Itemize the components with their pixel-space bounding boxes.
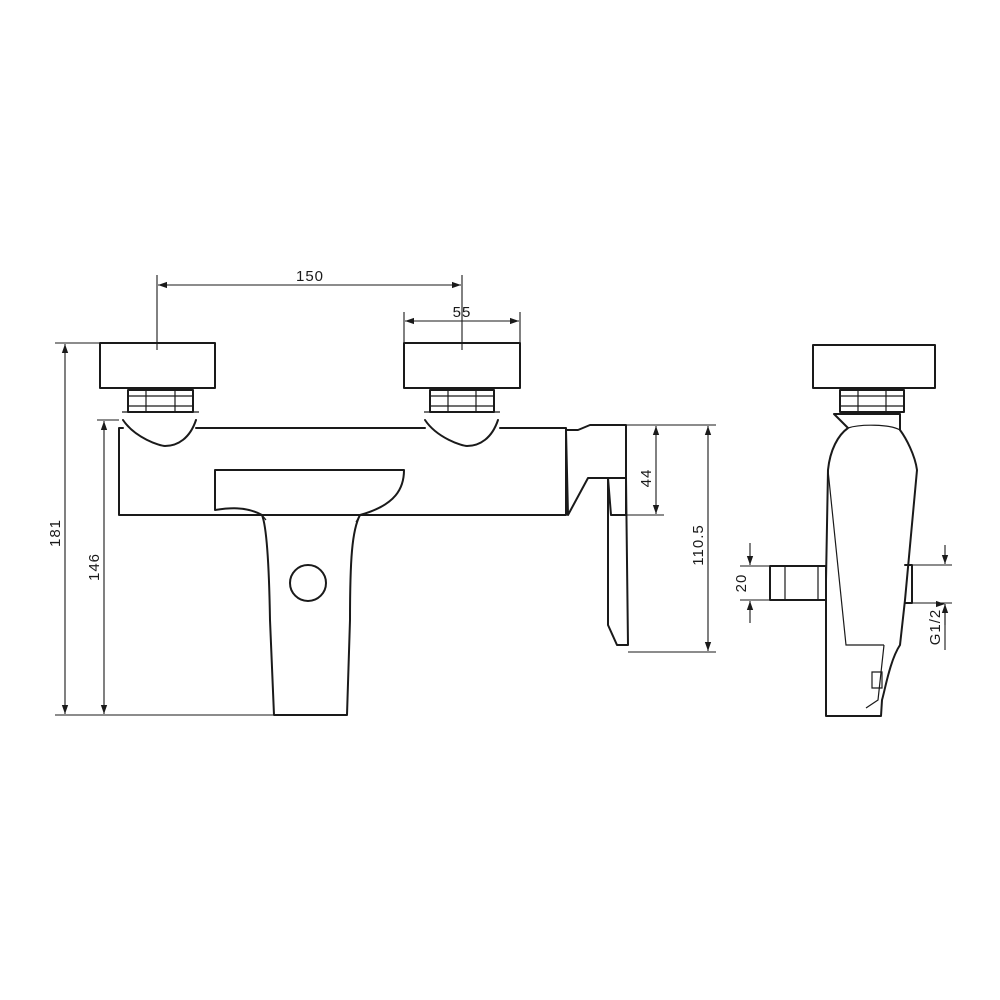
lever-handle: [607, 477, 629, 646]
dim-flange-width-label: 55: [453, 304, 472, 321]
diverter-knob: [289, 564, 327, 602]
dim-outlet-height-label: 146: [86, 553, 103, 581]
dim-total-height-label: 181: [47, 519, 64, 547]
spout: [214, 469, 405, 716]
side-hex-nut: [839, 389, 905, 413]
dim-thread-label: G1/2: [927, 609, 944, 646]
side-thread-stub: [904, 564, 913, 604]
dim-flange-width: 55: [403, 304, 521, 343]
side-inlet-stub: [769, 565, 827, 601]
left-hex-nut: [122, 389, 199, 413]
dim-side-inlet: 20: [733, 543, 770, 623]
front-view: [99, 342, 629, 716]
front-dimensions: 150 55 181 146 44: [47, 268, 716, 716]
side-flange: [812, 344, 936, 389]
side-dimensions: 20 G1/2: [733, 543, 952, 650]
dim-lever-height-label: 110.5: [690, 524, 707, 565]
dim-spacing: 150: [156, 268, 463, 350]
right-eccentric: [424, 419, 499, 447]
dim-thread: G1/2: [912, 545, 952, 650]
dim-total-height: 181: [47, 342, 274, 716]
dim-lever-offset: 44: [626, 424, 716, 516]
dim-spacing-label: 150: [296, 268, 324, 285]
dim-side-inlet-label: 20: [733, 574, 750, 593]
side-view: [769, 344, 936, 717]
dim-lever-offset-label: 44: [638, 469, 655, 488]
dim-outlet-height: 146: [86, 419, 119, 714]
left-eccentric: [122, 419, 197, 447]
dim-lever-height: 110.5: [628, 426, 716, 653]
lever-cartridge: [565, 424, 627, 516]
right-hex-nut: [424, 389, 500, 413]
side-body: [825, 413, 918, 717]
mixer-body: [118, 427, 567, 516]
